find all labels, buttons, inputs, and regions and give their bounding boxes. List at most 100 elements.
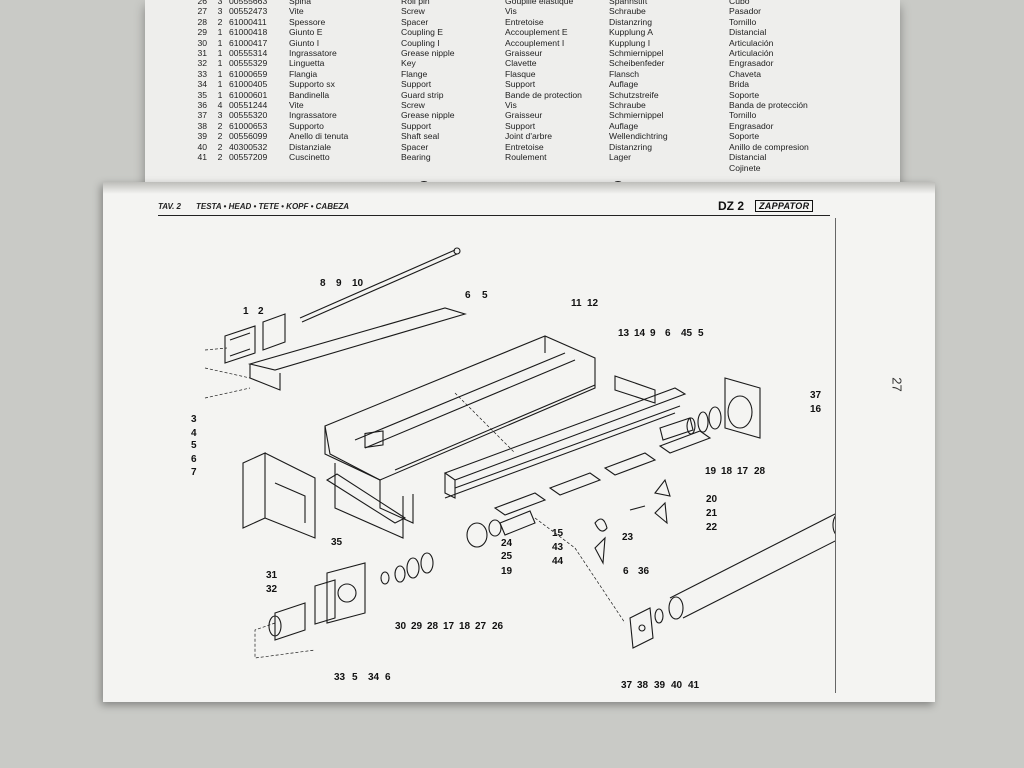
table-cell: 2	[217, 16, 223, 27]
callout-label: 25	[501, 551, 513, 562]
table-cell: Support	[401, 120, 432, 131]
table-cell: 31	[197, 48, 207, 59]
table-cell: Vite	[289, 6, 304, 17]
table-cell: Roll pin	[401, 0, 430, 6]
table-cell: Articulación	[729, 48, 774, 59]
table-cell: Goupille elastique	[505, 0, 574, 6]
callout-label: 7	[191, 467, 197, 478]
table-cell: Engrasador	[729, 120, 774, 131]
tie-rod	[299, 247, 461, 323]
table-cell: 37	[197, 110, 207, 121]
callout-label: 14	[634, 328, 646, 339]
table-cell: Distancial	[729, 27, 767, 38]
table-cell	[211, 163, 229, 173]
table-cell: 39	[197, 131, 207, 142]
table-cell: 3	[217, 110, 223, 121]
callout-label: 9	[650, 328, 656, 339]
table-cell: 00551244	[229, 100, 268, 111]
table-cell: Ingrassatore	[289, 110, 337, 121]
table-cell: Linguetta	[289, 58, 325, 69]
table-cell: Banda de protección	[729, 100, 808, 111]
callout-label: 29	[411, 621, 423, 632]
table-cell: 61000601	[229, 89, 268, 100]
table-cell: Bandinella	[289, 89, 330, 100]
exploded-drawing-page: TAV. 2 TESTA • HEAD • TETE • KOPF • CABE…	[103, 182, 935, 702]
page-title: TESTA • HEAD • TETE • KOPF • CABEZA	[196, 202, 349, 211]
table-cell: Shaft seal	[401, 131, 440, 142]
table-cell: 1	[217, 79, 223, 90]
table-cell: Cuscinetto	[289, 152, 330, 163]
leader-lines	[204, 347, 626, 659]
callout-label: 40	[671, 680, 683, 691]
table-cell: 28	[197, 16, 207, 27]
table-cell: Schraube	[609, 6, 646, 17]
callout-label: 6	[191, 454, 197, 465]
callout-label: 5	[698, 328, 704, 339]
callout-label: 45	[681, 328, 693, 339]
callout-label: 33	[334, 672, 346, 683]
callout-label: 5	[482, 290, 488, 301]
table-cell: Schutzstreife	[609, 89, 659, 100]
table-cell: Tornillo	[729, 16, 757, 27]
drive-flange	[268, 562, 366, 641]
table-cell: 38	[197, 120, 207, 131]
table-cell	[609, 163, 729, 173]
left-shaft-parts	[380, 510, 536, 585]
table-cell: Support	[505, 120, 536, 131]
small-brackets	[594, 478, 671, 565]
callout-label: 3	[191, 414, 197, 425]
guard-strip	[325, 473, 407, 524]
page-gutter-shadow	[103, 182, 935, 194]
table-cell: 26	[197, 0, 207, 6]
table-cell: Graisseur	[505, 110, 543, 121]
table-cell: Graisseur	[505, 48, 543, 59]
roller-support	[629, 607, 654, 649]
table-cell: 29	[197, 27, 207, 38]
table-cell: Entretoise	[505, 16, 544, 27]
table-cell: 33	[197, 68, 207, 79]
table-cell: Grease nipple	[401, 48, 455, 59]
table-cell: Key	[401, 58, 416, 69]
table-row: Cojinete	[145, 163, 829, 173]
table-cell: 1	[217, 68, 223, 79]
callout-label: 17	[443, 621, 455, 632]
table-cell: Distanzring	[609, 16, 652, 27]
table-cell: Flansch	[609, 68, 640, 79]
table-cell: Support	[401, 79, 432, 90]
callout-label: 41	[688, 680, 700, 691]
front-strips	[443, 387, 687, 499]
table-cell: Schraube	[609, 100, 646, 111]
table-cell: Spessore	[289, 16, 326, 27]
table-cell: Lager	[609, 152, 631, 163]
callout-label: 31	[266, 570, 278, 581]
callout-label: 6	[665, 328, 671, 339]
callout-label: 24	[501, 538, 513, 549]
table-cell: Bearing	[401, 152, 431, 163]
table-cell: 1	[217, 37, 223, 48]
table-cell: Engrasador	[729, 58, 774, 69]
table-cell: Distancial	[729, 152, 767, 163]
callout-label: 30	[395, 621, 407, 632]
table-cell: Supporto sx	[289, 79, 335, 90]
table-cell: 3	[217, 0, 223, 6]
table-cell: 2	[217, 131, 223, 142]
table-cell: Distanzring	[609, 141, 652, 152]
callout-label: 11	[571, 298, 582, 309]
page-number: 27	[889, 377, 905, 392]
table-cell: 1	[217, 48, 223, 59]
table-cell: Tornillo	[729, 110, 757, 121]
callout-label: 19	[705, 466, 717, 477]
table-cell: 40300532	[229, 141, 268, 152]
table-cell: Spina	[289, 0, 311, 6]
table-cell: Vis	[505, 100, 517, 111]
callout-label: 6	[385, 672, 391, 683]
table-cell: Screw	[401, 100, 425, 111]
table-cell: 61000418	[229, 27, 268, 38]
table-cell: Entretoise	[505, 141, 544, 152]
